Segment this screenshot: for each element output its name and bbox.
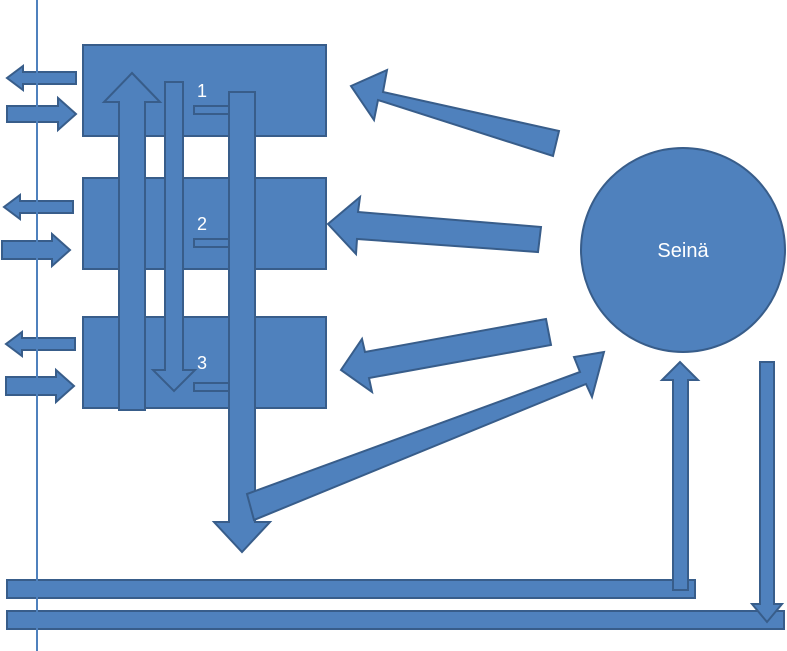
bottom-bar-upper [6,579,696,599]
left-out-arrow-3 [4,330,76,358]
floor-label-2: 2 [197,214,207,234]
floor-label-1: 1 [197,81,207,101]
left-in-arrow-1 [6,95,78,133]
wall-arrow-to-floor-3 [339,317,553,395]
left-out-arrow-1 [5,64,77,92]
floor-label-3: 3 [197,353,207,373]
wall-label: Seinä [657,240,709,262]
wall-arrow-to-floor-1 [349,68,561,158]
left-in-arrow-3 [5,367,76,405]
diagonal-arrow-to-wall [245,350,606,522]
bottom-bar-lower [6,610,785,630]
wall-arrow-to-floor-2 [326,194,543,257]
down-arrow-right [749,361,785,624]
up-arrow-to-wall [659,360,701,591]
up-arrow-column [101,71,163,411]
left-out-arrow-2 [2,193,74,221]
long-down-arrow [211,91,273,554]
wall-circle [580,147,786,353]
down-arrow-column [150,81,198,393]
